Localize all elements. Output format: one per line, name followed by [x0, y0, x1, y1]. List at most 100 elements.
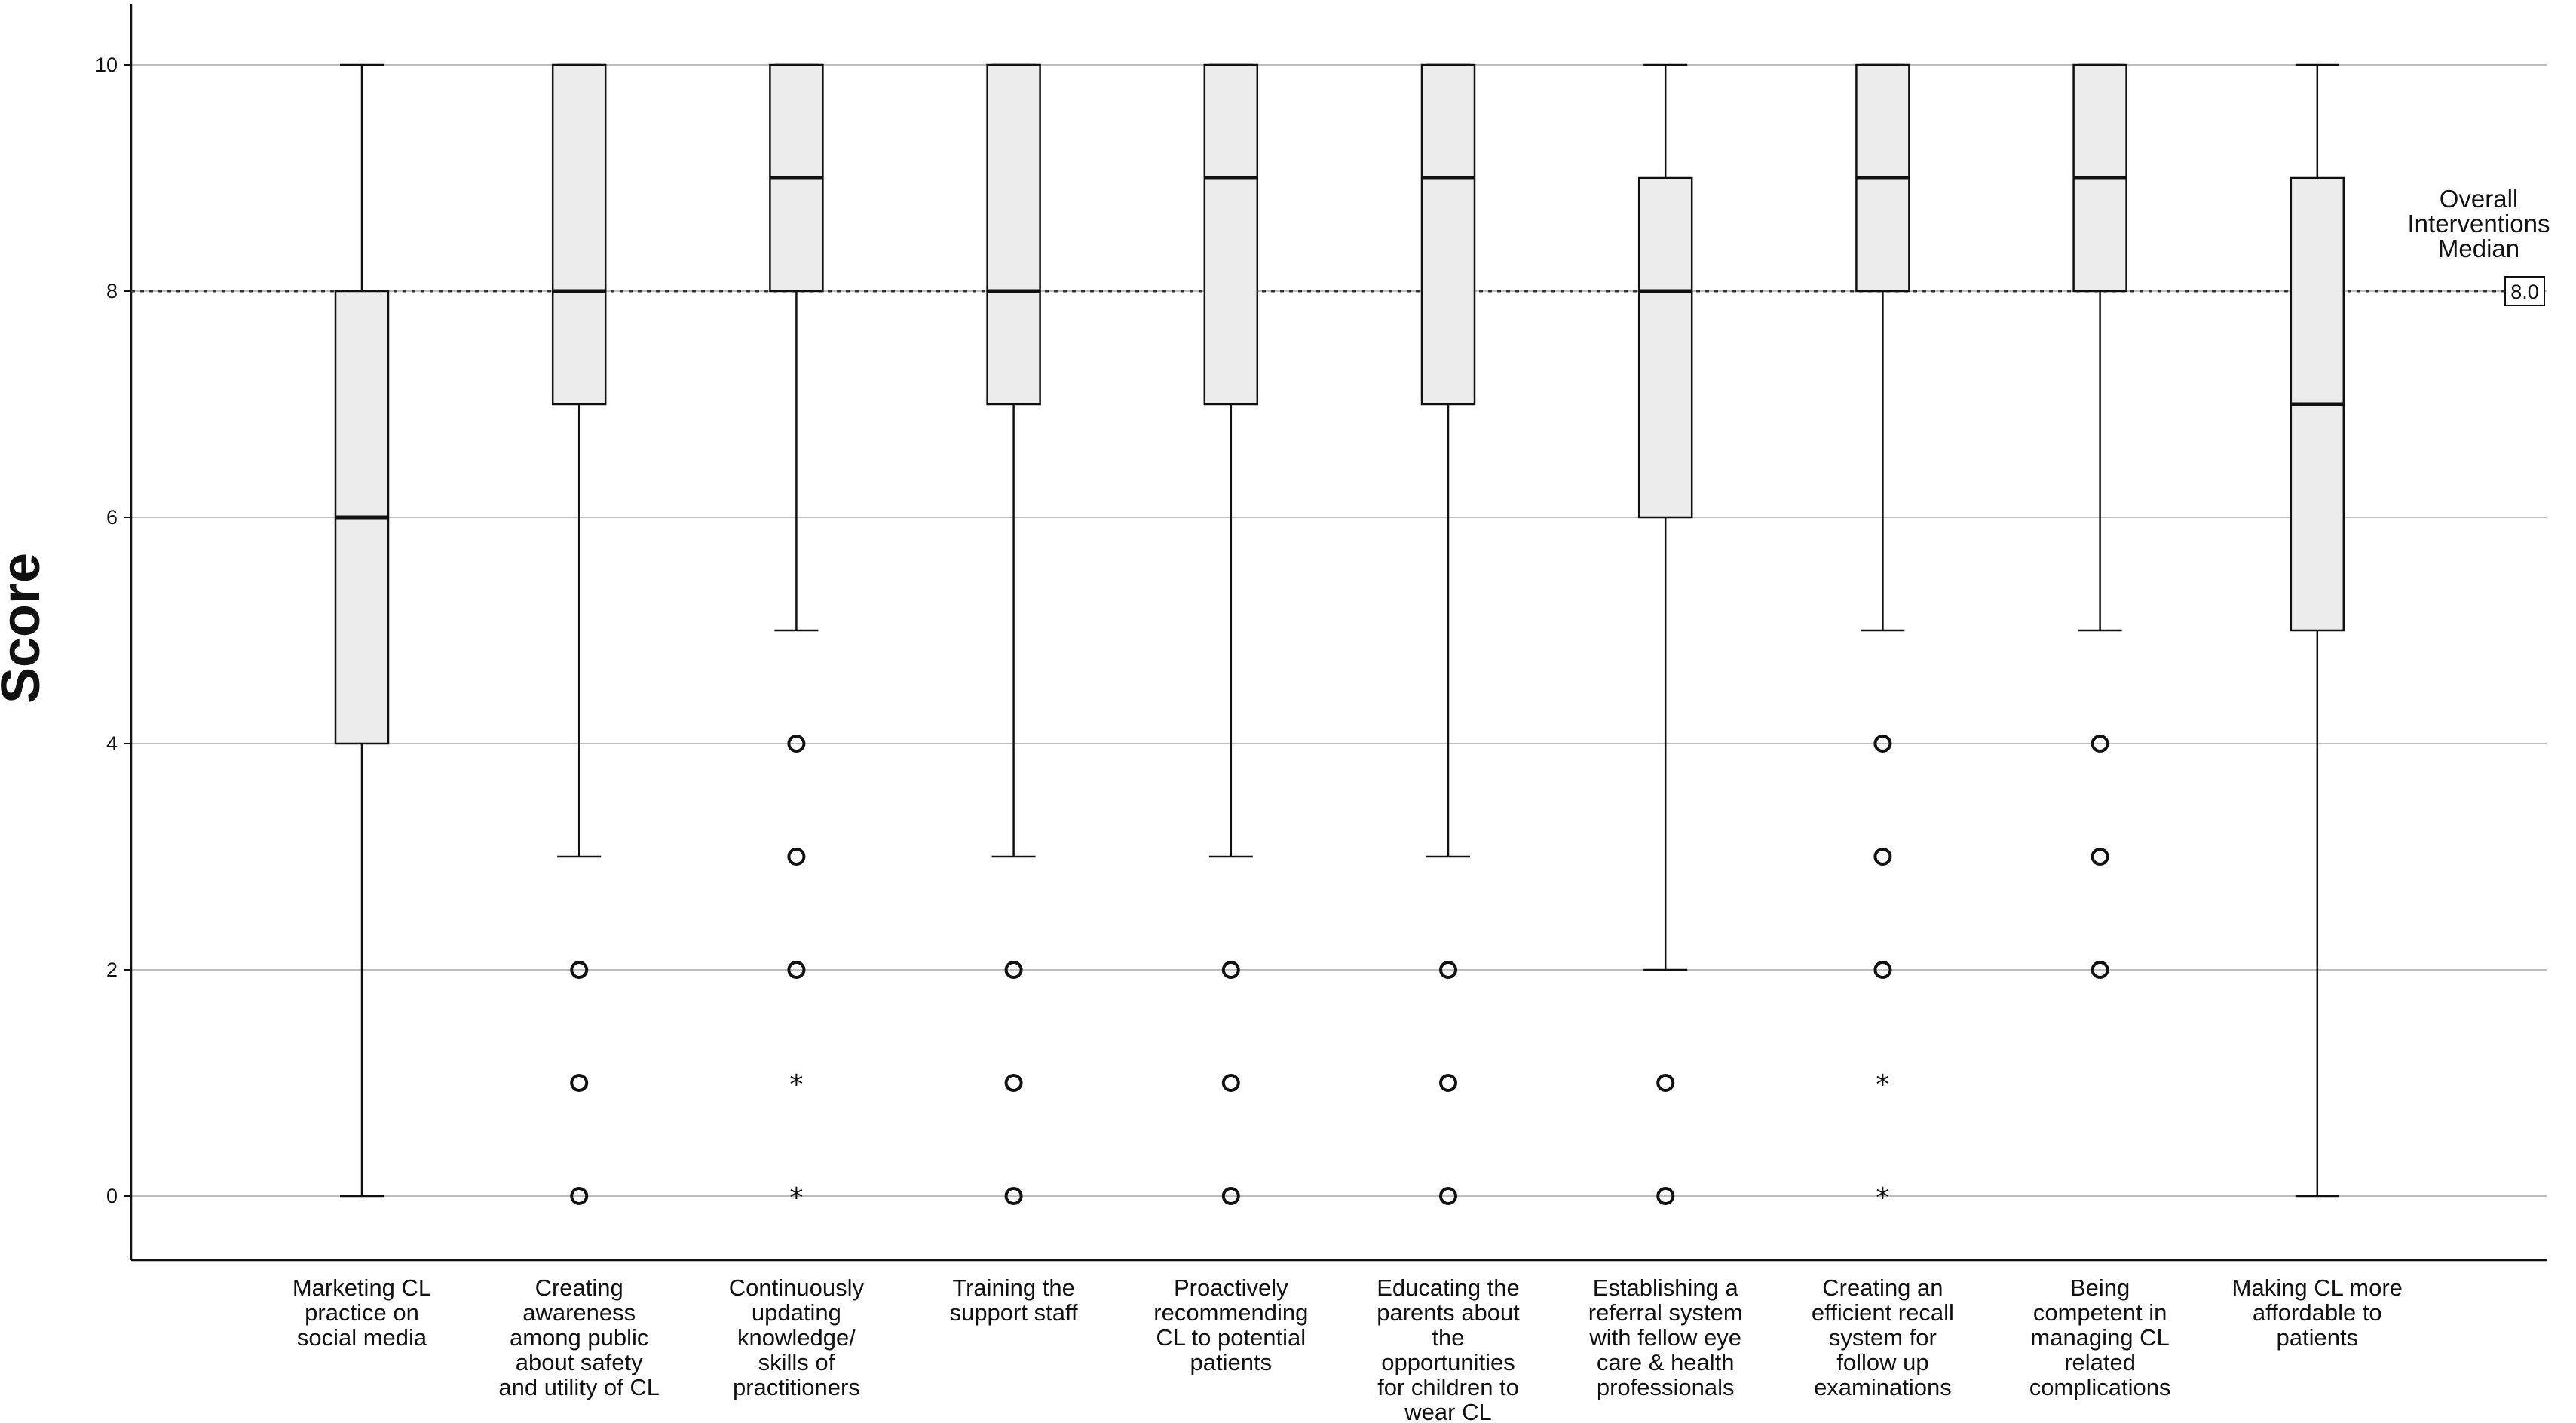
category-label-line: follow up — [1836, 1349, 1928, 1375]
category-label-line: competent in — [2033, 1299, 2167, 1326]
iqr-box — [1637, 176, 1693, 519]
axes: 0 2 4 6 8 10 — [95, 4, 2547, 1262]
category-label-line: Creating an — [1822, 1274, 1943, 1301]
reference-value-label: 8.0 — [2510, 281, 2539, 303]
category-label-line: Training the — [952, 1274, 1075, 1301]
extreme-point: * — [789, 1182, 803, 1213]
reference-line-label: Interventions — [2408, 210, 2550, 238]
category-label-line: Making CL more — [2232, 1274, 2403, 1301]
y-tick-label: 2 — [106, 958, 118, 981]
y-tick-label: 0 — [106, 1185, 118, 1207]
outlier-point — [787, 961, 806, 979]
box-group — [1637, 63, 1693, 1205]
iqr-box — [986, 63, 1041, 406]
box-group — [2290, 63, 2345, 1198]
outlier-point — [570, 961, 589, 979]
box-group: ** — [769, 63, 824, 1213]
extreme-point: * — [789, 1069, 803, 1100]
category-label-line: updating — [752, 1299, 841, 1326]
category-label-line: with fellow eye — [1588, 1324, 1741, 1351]
category-label-line: Continuously — [729, 1274, 865, 1301]
y-tick-label: 8 — [106, 280, 118, 302]
box-group — [334, 63, 390, 1198]
iqr-box — [1420, 63, 1476, 406]
category-label-line: examinations — [1814, 1374, 1952, 1400]
y-tick-label: 10 — [95, 54, 118, 76]
outlier-point — [2091, 961, 2109, 979]
category-label-line: recommending — [1153, 1299, 1308, 1326]
outlier-point — [1221, 961, 1240, 979]
extreme-point: * — [1876, 1182, 1889, 1213]
outlier-point — [1439, 961, 1457, 979]
category-label-line: care & health — [1597, 1349, 1735, 1375]
category-label-line: about safety — [516, 1349, 643, 1375]
outlier-point — [787, 848, 806, 866]
y-axis-title: Score — [0, 553, 51, 704]
outlier-point — [787, 735, 806, 753]
category-label-line: for children to — [1377, 1374, 1519, 1400]
outlier-point — [2091, 848, 2109, 866]
category-label-line: wear CL — [1404, 1399, 1491, 1423]
boxes: **** — [334, 63, 2345, 1213]
outlier-point — [570, 1074, 589, 1092]
category-label-line: opportunities — [1381, 1349, 1515, 1375]
category-label-line: Educating the — [1377, 1274, 1520, 1301]
category-label-line: patients — [1190, 1349, 1273, 1375]
outlier-point — [1873, 961, 1892, 979]
category-label-line: complications — [2029, 1374, 2171, 1400]
category-label-line: affordable to — [2253, 1299, 2382, 1326]
box-group — [1420, 63, 1476, 1205]
category-label-line: Establishing a — [1593, 1274, 1739, 1301]
category-label-line: CL to potential — [1156, 1324, 1306, 1351]
box-group — [551, 63, 607, 1205]
reference-line-label: Overall — [2440, 185, 2519, 213]
outlier-point — [1873, 848, 1892, 866]
y-tick-label: 4 — [106, 732, 118, 755]
category-label-line: social media — [297, 1324, 427, 1351]
category-label-line: Creating — [535, 1274, 623, 1301]
category-label-line: patients — [2277, 1324, 2359, 1351]
category-label-line: support staff — [950, 1299, 1078, 1326]
box-group — [986, 63, 1041, 1205]
category-label-line: awareness — [522, 1299, 636, 1326]
category-label-line: parents about — [1377, 1299, 1520, 1326]
category-label-line: and utility of CL — [498, 1374, 660, 1400]
grid-lines — [131, 64, 2547, 1197]
outlier-point — [1004, 1187, 1023, 1205]
iqr-box — [551, 63, 607, 406]
outlier-point — [1873, 735, 1892, 753]
category-label-line: skills of — [758, 1349, 835, 1375]
category-label-line: efficient recall — [1812, 1299, 1954, 1326]
reference-value-box — [2504, 276, 2545, 306]
category-label-line: practice on — [305, 1299, 419, 1326]
iqr-box — [1203, 63, 1259, 406]
category-label-line: knowledge/ — [737, 1324, 856, 1351]
category-label-line: related — [2064, 1349, 2136, 1375]
outlier-point — [570, 1187, 589, 1205]
outlier-point — [1656, 1074, 1675, 1092]
category-label-line: Being — [2070, 1274, 2130, 1301]
reference-line-label: Median — [2438, 235, 2519, 262]
y-tick-label: 6 — [106, 506, 118, 529]
outlier-point — [1221, 1074, 1240, 1092]
category-label-line: system for — [1829, 1324, 1937, 1351]
category-label-line: referral system — [1588, 1299, 1743, 1326]
outlier-point — [2091, 735, 2109, 753]
category-label-line: practitioners — [733, 1374, 860, 1400]
box-group — [2072, 63, 2127, 979]
box-group — [1203, 63, 1259, 1205]
outlier-point — [1439, 1074, 1457, 1092]
outlier-point — [1439, 1187, 1457, 1205]
